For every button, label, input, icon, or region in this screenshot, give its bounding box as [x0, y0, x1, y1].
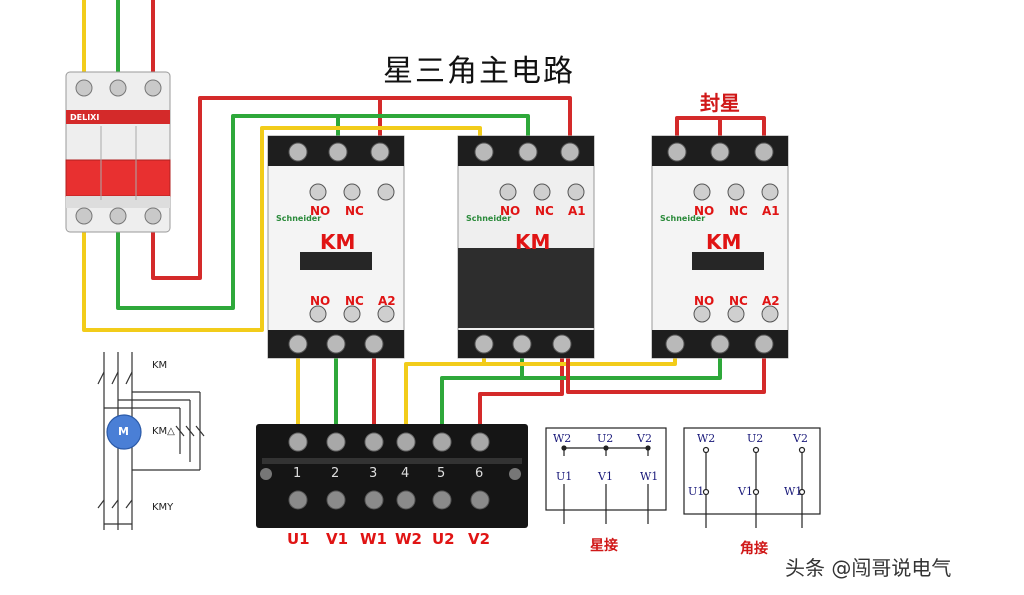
- contactor-3-label: KM: [706, 230, 742, 254]
- breaker-brand: DELIXI: [70, 113, 100, 122]
- delta-bottom-v1: V1: [738, 485, 753, 498]
- contactor-1-bottom-a2: A2: [378, 294, 396, 308]
- wire-green-km2-u2: [440, 345, 524, 440]
- contactor-1: [267, 135, 405, 359]
- star-bottom-u1: U1: [556, 470, 573, 483]
- delta-caption: 角接: [740, 541, 768, 557]
- contactor-1-brand: Schneider: [276, 214, 322, 223]
- contactor-3-bottom-no: NO: [694, 294, 715, 308]
- contactor-3-bottom-nc: NC: [729, 294, 748, 308]
- terminal-label-w2: W2: [395, 530, 422, 548]
- circuit-breaker: [65, 71, 171, 233]
- contactor-1-bottom-no: NO: [310, 294, 331, 308]
- delta-bottom-w1: W1: [784, 485, 803, 498]
- delta-top-v2: V2: [793, 432, 808, 445]
- terminal-label-u2: U2: [432, 530, 455, 548]
- contactor-1-label: KM: [320, 230, 356, 254]
- terminal-label-v1: V1: [326, 530, 349, 548]
- terminal-number: 6: [475, 466, 484, 481]
- terminal-number: 1: [293, 466, 302, 481]
- wire-green-breaker-km1: [116, 114, 340, 310]
- page-title: 星三角主电路: [383, 54, 575, 89]
- terminal-block: [256, 424, 528, 528]
- motor-symbol: M: [118, 425, 129, 438]
- delta-top-u2: U2: [747, 432, 764, 445]
- contactor-2-top-no: NO: [500, 204, 521, 218]
- star-top-v2: V2: [637, 432, 652, 445]
- wire-red-breaker-km1: [151, 96, 382, 280]
- wires: [82, 0, 766, 440]
- schematic-km-star-label: KMY: [152, 502, 174, 513]
- terminal-label-v2: V2: [468, 530, 491, 548]
- star-top-w2: W2: [553, 432, 572, 445]
- contactor-3-top-nc: NC: [729, 204, 748, 218]
- contactor-2-top-nc: NC: [535, 204, 554, 218]
- star-connection-diagram: [545, 427, 667, 524]
- delta-top-w2: W2: [697, 432, 716, 445]
- wire-yellow-breaker-km1: [82, 126, 482, 332]
- contactor-3-top-a1: A1: [762, 204, 780, 218]
- schematic-km-delta-label: KM△: [152, 426, 175, 437]
- contactor-2-top-a1: A1: [568, 204, 586, 218]
- watermark: 头条 @闯哥说电气: [785, 556, 952, 580]
- wire-red-km3-km2: [566, 345, 766, 394]
- terminal-number: 5: [437, 466, 446, 481]
- wire-red-km1-km2: [380, 96, 572, 150]
- delta-connection-diagram: [683, 427, 821, 528]
- schematic-km-label: KM: [152, 360, 168, 371]
- contactor-2-brand: Schneider: [466, 214, 512, 223]
- delta-bottom-u1: U1: [688, 485, 705, 498]
- motor-schematic: [97, 352, 205, 530]
- contactor-2: [457, 135, 595, 359]
- contactor-3-brand: Schneider: [660, 214, 706, 223]
- terminal-label-u1: U1: [287, 530, 310, 548]
- terminal-number: 2: [331, 466, 340, 481]
- contactor-3: [651, 135, 789, 359]
- terminal-label-w1: W1: [360, 530, 387, 548]
- contactor-1-top-nc: NC: [345, 204, 364, 218]
- contactor-2-label: KM: [515, 230, 551, 254]
- contactor-3-top-no: NO: [694, 204, 715, 218]
- star-bottom-v1: V1: [598, 470, 613, 483]
- contactor-1-bottom-nc: NC: [345, 294, 364, 308]
- star-seal-label: 封星: [700, 91, 740, 115]
- star-bottom-w1: W1: [640, 470, 659, 483]
- terminal-number: 3: [369, 466, 378, 481]
- contactor-1-top-no: NO: [310, 204, 331, 218]
- wire-red-km2-v2: [478, 345, 564, 440]
- contactor-3-bottom-a2: A2: [762, 294, 780, 308]
- star-top-u2: U2: [597, 432, 614, 445]
- star-caption: 星接: [590, 538, 618, 554]
- terminal-number: 4: [401, 466, 410, 481]
